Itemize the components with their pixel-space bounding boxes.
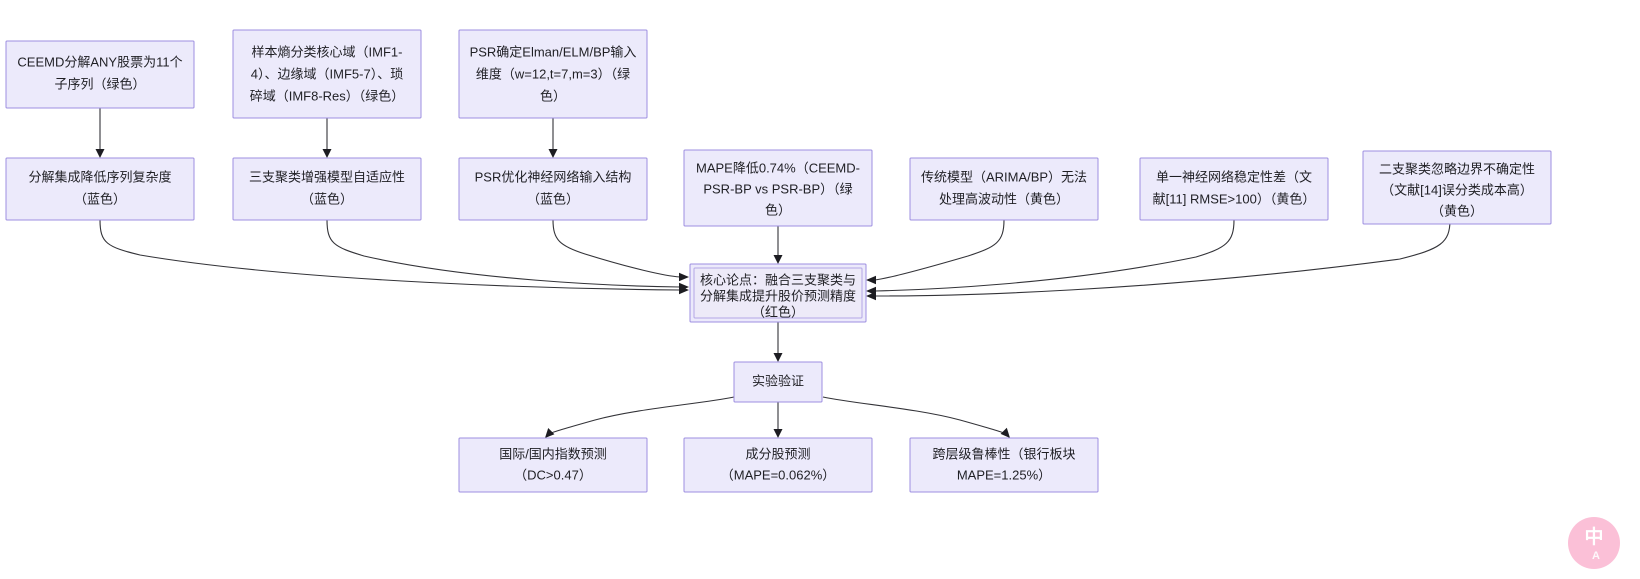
node-two-way-boundary-line-1: （文献[14]误分类成本高） [1381,182,1533,197]
node-traditional-model-box[interactable] [909,157,1099,221]
edge-arrowhead [679,282,689,292]
node-sample-entropy[interactable]: 样本熵分类核心域（IMF1- 4）、边缘域（IMF5-7）、琐 碎域（IMF8-… [232,29,422,119]
node-mape-drop[interactable]: MAPE降低0.74%（CEEMD- PSR-BP vs PSR-BP）（绿 色… [683,149,873,227]
node-psr-structure[interactable]: PSR优化神经网络输入结构 （蓝色） [458,157,648,221]
node-constituent-forecast[interactable]: 成分股预测 （MAPE=0.062%） [683,437,873,493]
node-experiment-validation[interactable]: 实验验证 [733,361,823,403]
node-core-claim-line-0: 核心论点：融合三支聚类与 [700,272,856,287]
node-single-nn-stability-box[interactable] [1139,157,1329,221]
edge-singlenn-to-core [874,219,1235,292]
node-sample-entropy-box[interactable] [232,29,422,119]
edge-arrowhead [322,149,332,158]
node-ceemd[interactable]: CEEMD分解ANY股票为11个 子序列（绿色） [5,40,195,109]
edge-arrowhead [773,353,783,362]
edge-arrowhead [548,149,558,158]
node-two-way-boundary[interactable]: 二支聚类忽略边界不确定性 （文献[14]误分类成本高） （黄色） [1362,150,1552,225]
node-cross-level-robustness-box[interactable] [909,437,1099,493]
edge-arrowhead [545,428,555,438]
node-mape-drop-box[interactable] [683,149,873,227]
edge-decomp-to-core [99,219,681,291]
node-index-forecast-box[interactable] [458,437,648,493]
node-three-way-adaptive-line-0: 三支聚类增强模型自适应性 [249,169,405,184]
node-ceemd-box[interactable] [5,40,195,109]
node-sample-entropy-line-0: 样本熵分类核心域（IMF1- [252,44,403,59]
node-cross-level-robustness[interactable]: 跨层级鲁棒性（银行板块 MAPE=1.25%） [909,437,1099,493]
node-single-nn-stability-line-1: 献[11] RMSE>100）（黄色） [1153,191,1316,206]
node-experiment-validation-label: 实验验证 [752,373,804,388]
watermark-subglyph: A [1592,550,1600,562]
node-single-nn-stability-line-0: 单一神经网络稳定性差（文 [1156,169,1312,184]
node-psr-structure-line-0: PSR优化神经网络输入结构 [475,169,632,184]
node-decomp-complexity-box[interactable] [5,157,195,221]
node-three-way-adaptive-box[interactable] [232,157,422,221]
node-mape-drop-line-1: PSR-BP vs PSR-BP）（绿 [703,181,852,196]
node-constituent-forecast-box[interactable] [683,437,873,493]
node-three-way-adaptive[interactable]: 三支聚类增强模型自适应性 （蓝色） [232,157,422,221]
node-two-way-boundary-box[interactable] [1362,150,1552,225]
node-psr-dim-line-0: PSR确定Elman/ELM/BP输入 [470,44,637,59]
node-constituent-forecast-line-1: （MAPE=0.062%） [721,467,836,482]
node-single-nn-stability[interactable]: 单一神经网络稳定性差（文 献[11] RMSE>100）（黄色） [1139,157,1329,221]
node-mape-drop-line-0: MAPE降低0.74%（CEEMD- [696,160,860,175]
node-cross-level-robustness-line-0: 跨层级鲁棒性（银行板块 [932,446,1075,461]
node-two-way-boundary-line-0: 二支聚类忽略边界不确定性 [1379,161,1535,176]
node-index-forecast-line-0: 国际/国内指数预测 [499,446,607,461]
node-index-forecast[interactable]: 国际/国内指数预测 （DC>0.47） [458,437,648,493]
node-decomp-complexity-line-0: 分解集成降低序列复杂度 [28,169,171,184]
watermark-glyph: 中 [1584,525,1603,548]
node-ceemd-line-1: 子序列（绿色） [54,76,145,91]
edge-arrowhead [95,149,105,158]
edge-validation-to-robustness [822,396,1005,434]
edge-traditional-to-core [874,219,1005,281]
node-index-forecast-line-1: （DC>0.47） [514,467,592,482]
node-core-claim-inner-box[interactable] [693,267,863,319]
edge-layer [95,108,1451,438]
edge-arrowhead [866,291,876,301]
edge-arrowhead [679,272,689,282]
node-three-way-adaptive-line-1: （蓝色） [301,191,353,206]
node-layer: CEEMD分解ANY股票为11个 子序列（绿色） 样本熵分类核心域（IMF1- … [5,29,1552,493]
node-psr-dim-line-2: 色） [540,88,566,103]
node-psr-structure-line-1: （蓝色） [527,191,579,206]
node-psr-dim[interactable]: PSR确定Elman/ELM/BP输入 维度（w=12,t=7,m=3）（绿 色… [458,29,648,119]
edge-arrowhead [866,275,876,285]
node-psr-dim-box[interactable] [458,29,648,119]
node-traditional-model-line-1: 处理高波动性（黄色） [939,191,1069,206]
node-constituent-forecast-line-0: 成分股预测 [745,446,810,461]
edge-validation-to-index [550,396,735,434]
watermark: 中 A [1568,517,1620,569]
node-experiment-validation-box[interactable] [733,361,823,403]
node-sample-entropy-line-2: 碎域（IMF8-Res）（绿色） [250,88,405,103]
node-mape-drop-line-2: 色） [765,202,791,217]
node-decomp-complexity[interactable]: 分解集成降低序列复杂度 （蓝色） [5,157,195,221]
node-cross-level-robustness-line-1: MAPE=1.25%） [957,467,1051,482]
edge-arrowhead [773,429,783,438]
node-core-claim[interactable]: 核心论点：融合三支聚类与 分解集成提升股价预测精度 （红色） [689,263,867,323]
node-psr-dim-line-1: 维度（w=12,t=7,m=3）（绿 [476,66,630,81]
edge-threeway-to-core [326,219,681,288]
node-psr-structure-box[interactable] [458,157,648,221]
edge-arrowhead [773,255,783,264]
node-ceemd-line-0: CEEMD分解ANY股票为11个 [17,54,182,69]
node-two-way-boundary-line-2: （黄色） [1431,203,1483,218]
node-sample-entropy-line-1: 4）、边缘域（IMF5-7）、琐 [251,66,403,81]
node-core-claim-line-1: 分解集成提升股价预测精度 [700,288,856,303]
edge-arrowhead [1000,427,1010,438]
node-core-claim-line-2: （红色） [752,304,804,319]
watermark-circle-icon [1568,517,1620,569]
node-decomp-complexity-line-1: （蓝色） [74,191,126,206]
edge-twoway-to-core [874,219,1451,297]
node-traditional-model-line-0: 传统模型（ARIMA/BP）无法 [921,169,1087,184]
edge-psrstructure-to-core [552,219,681,278]
node-traditional-model[interactable]: 传统模型（ARIMA/BP）无法 处理高波动性（黄色） [909,157,1099,221]
